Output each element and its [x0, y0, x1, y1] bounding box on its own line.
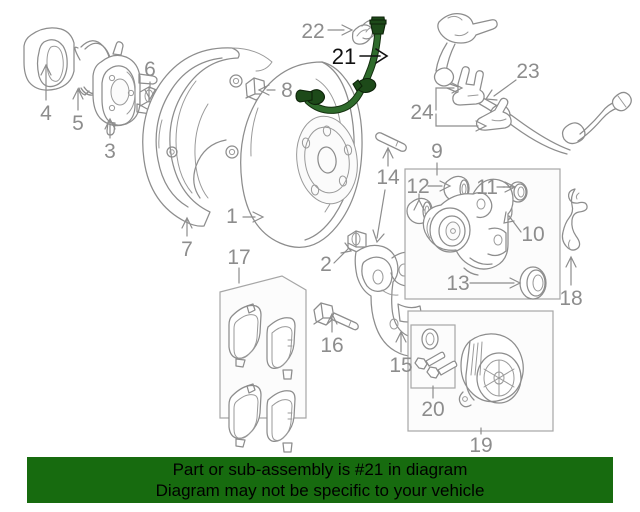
banner-line-2: Diagram may not be specific to your vehi…	[155, 481, 485, 500]
callout-label-8: 8	[281, 79, 293, 102]
callout-label-16: 16	[320, 334, 343, 357]
callout-label-6: 6	[144, 58, 156, 81]
callout-label-2: 2	[320, 253, 332, 276]
part-sensor-wire-retaining-clip	[561, 188, 588, 251]
callout-label-15: 15	[389, 354, 412, 377]
part-brake-splash-shield	[142, 47, 273, 227]
callout-label-14: 14	[376, 166, 400, 189]
part-caliper-piston-boot	[519, 266, 547, 300]
callout-label-22: 22	[301, 20, 324, 43]
callout-label-11: 11	[476, 176, 498, 199]
part-sensor-wire-bracket	[452, 66, 512, 131]
callout-label-19: 19	[469, 434, 492, 457]
panel-brake-caliper-assembly	[404, 168, 561, 300]
disclaimer-banner: Part or sub-assembly is #21 in diagram D…	[27, 457, 613, 503]
callout-label-20: 20	[421, 398, 444, 421]
banner-line-1: Part or sub-assembly is #21 in diagram	[172, 460, 468, 479]
brake-pad	[228, 383, 262, 448]
panel-parking-brake-actuator	[407, 310, 554, 432]
callout-label-3: 3	[104, 140, 116, 163]
part-actuator-bolt	[414, 351, 458, 379]
callout-label-24: 24	[410, 101, 434, 124]
callout-label-9: 9	[431, 140, 443, 163]
part-brake-hose	[295, 16, 387, 114]
callout-label-18: 18	[559, 287, 582, 310]
callout-label-13: 13	[446, 272, 469, 295]
callout-label-12: 12	[406, 175, 429, 198]
callout-label-4: 4	[40, 102, 52, 125]
part-bracket-mounting-bolt	[313, 302, 359, 331]
panel-brake-pad-set	[219, 275, 307, 453]
part-wheel-bearing	[23, 27, 75, 91]
brake-pad	[266, 317, 296, 380]
brake-pad	[228, 303, 262, 368]
callout-label-5: 5	[72, 112, 84, 135]
callout-leaders	[40, 24, 577, 435]
callout-labels: 1 2 3 4 5 6 7 8 9 10 11 12 13 14 15 16 1…	[40, 20, 583, 457]
part-caliper-body	[422, 178, 514, 276]
callout-label-7: 7	[181, 238, 193, 261]
brake-pad	[266, 390, 296, 453]
callout-label-17: 17	[227, 246, 250, 269]
part-parking-brake-actuator	[458, 333, 524, 408]
callout-label-23: 23	[516, 60, 539, 83]
callout-label-1: 1	[226, 205, 238, 228]
callout-label-21: 21	[332, 44, 356, 69]
callout-label-10: 10	[521, 223, 544, 246]
part-actuator-seal	[421, 328, 439, 350]
